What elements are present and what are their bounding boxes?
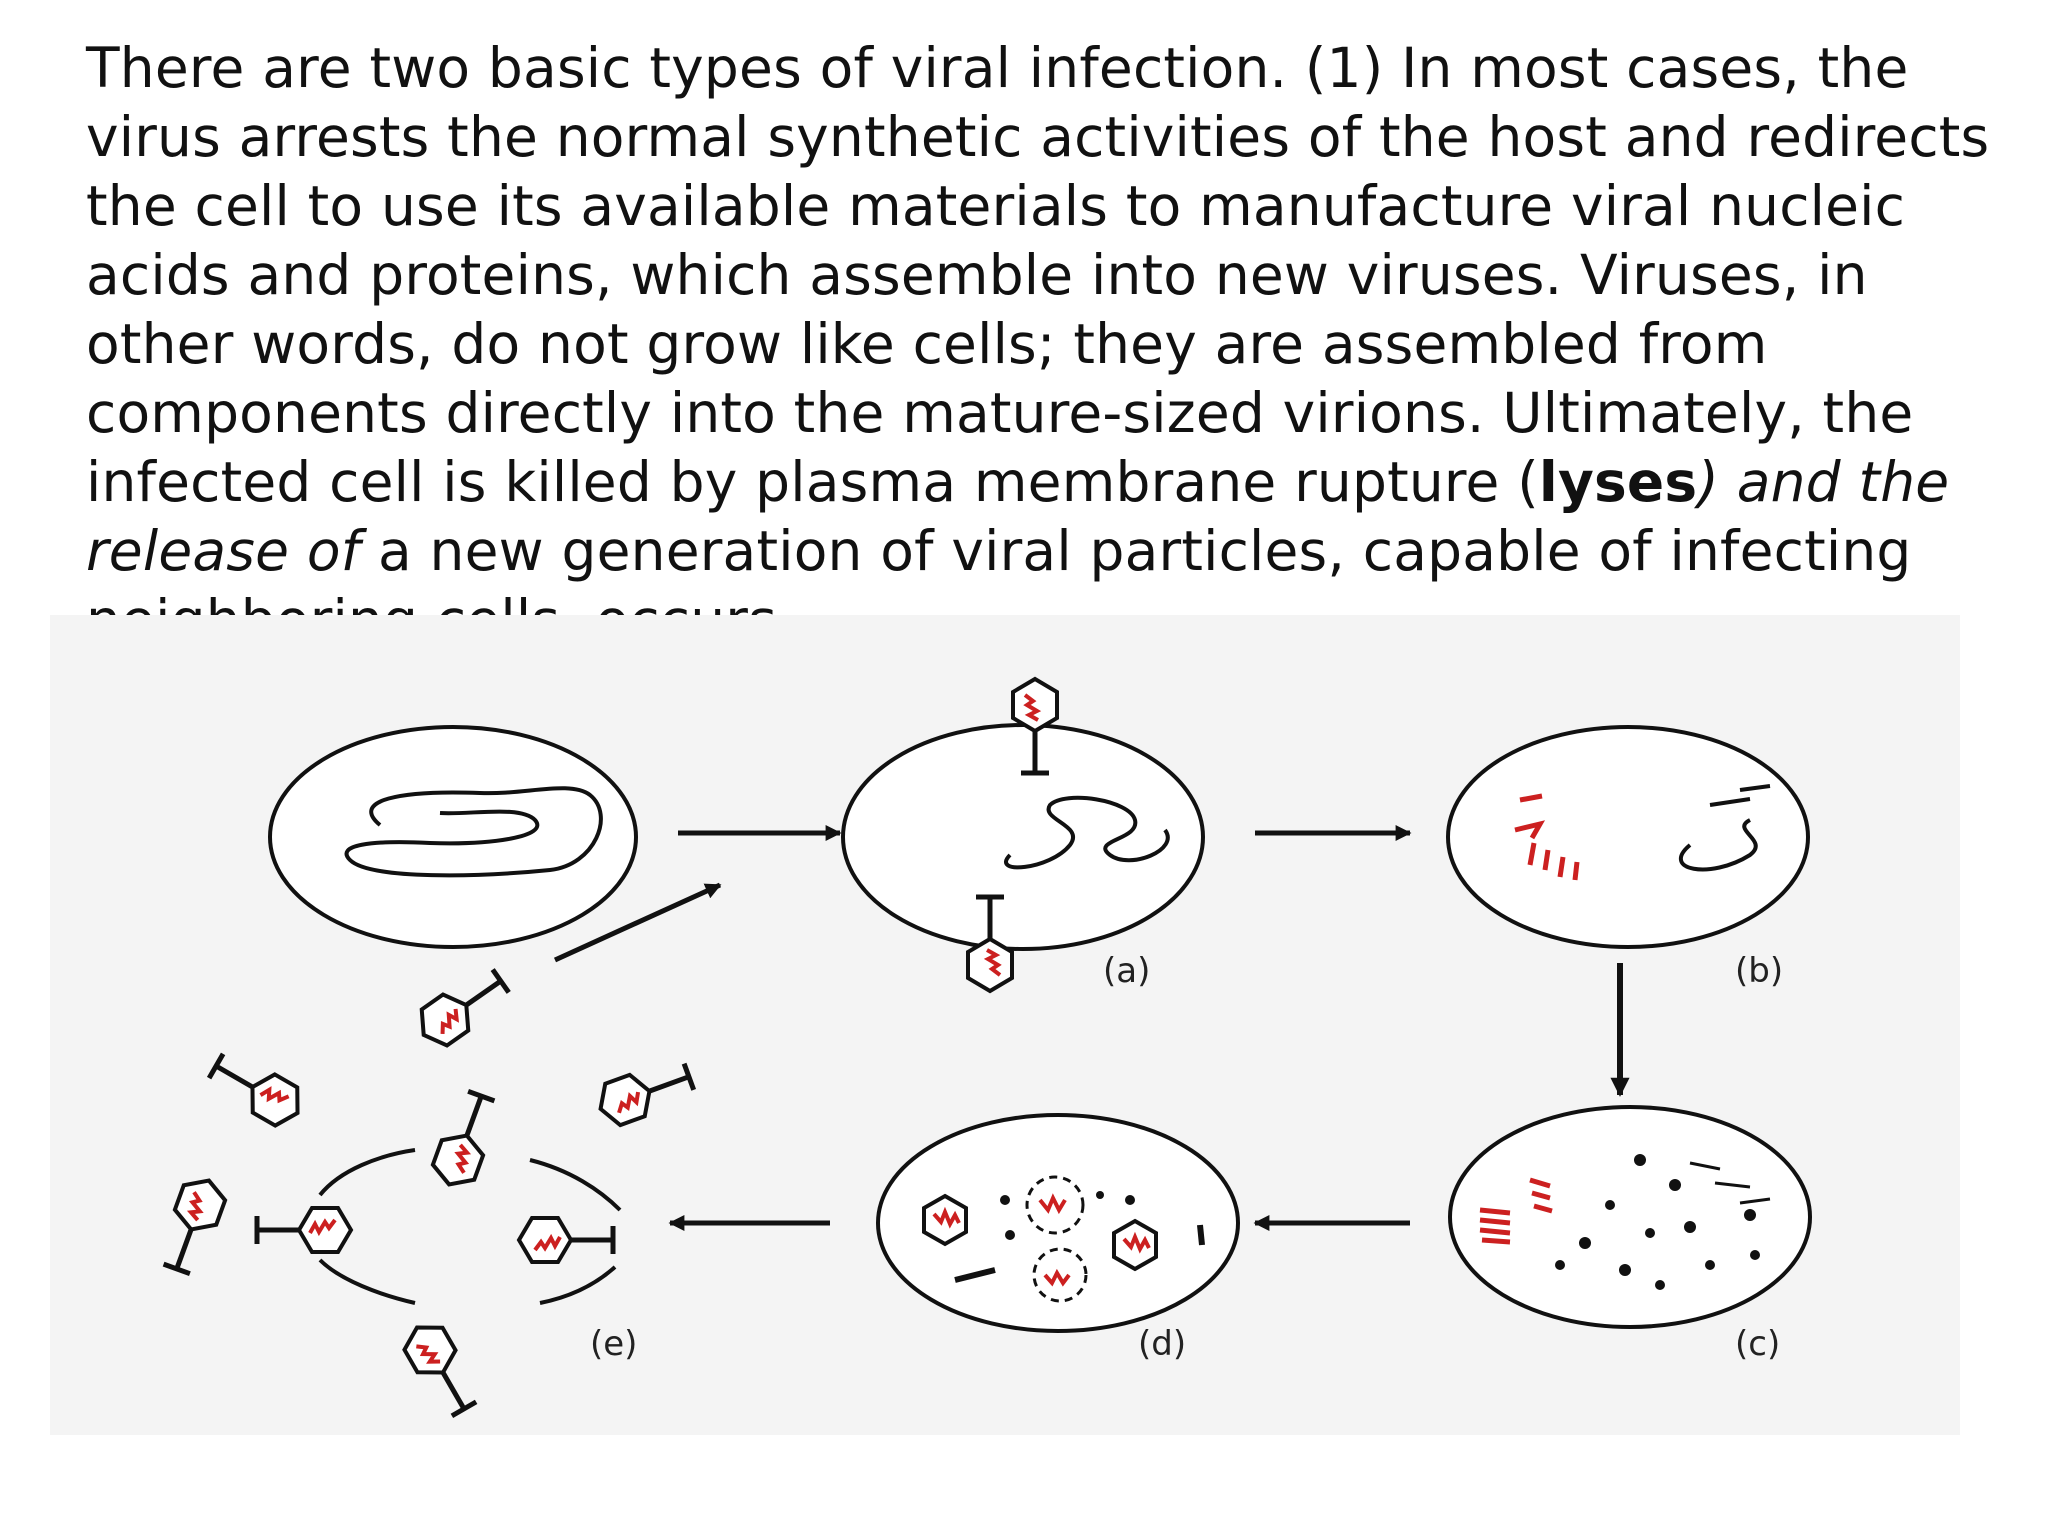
stage-label-d: (d) [1138,1324,1186,1364]
cell-lysis-release-e [156,1047,696,1420]
stage-label-c: (c) [1735,1324,1780,1364]
stage-label-a: (a) [1103,951,1150,991]
description-paragraph: There are two basic types of viral infec… [86,34,2016,655]
host-cell-replication-b [1446,725,1810,949]
paragraph-text-1: There are two basic types of viral infec… [86,36,1990,514]
arrow-attach [553,882,722,963]
host-cell-infected-a [841,679,1205,991]
stage-label-e: (e) [590,1324,637,1364]
lytic-cycle-diagram: (a) (b) (c) (d) (e) [50,615,1812,1435]
host-cell-healthy [268,725,638,949]
italic-phrase: ) and the release of [86,450,1950,583]
phage-approaching [411,963,513,1053]
host-cell-assembly-d [876,1113,1240,1333]
lyses-bold-term: lyses [1538,450,1698,514]
host-cell-synthesis-c [1448,1105,1812,1329]
stage-label-b: (b) [1735,951,1783,991]
lytic-cycle-figure: (a) (b) (c) (d) (e) [50,615,1960,1435]
